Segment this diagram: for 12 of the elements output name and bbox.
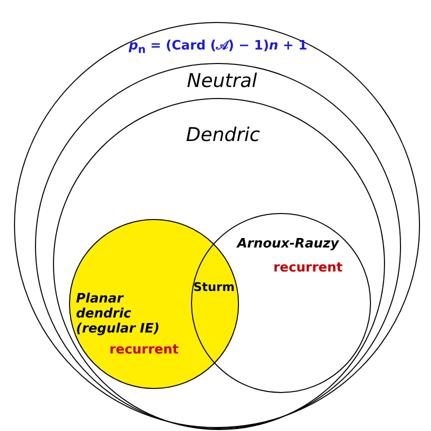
venn-circle: [35, 63, 401, 429]
set-label: Neutral: [186, 71, 258, 93]
formula-label: p$_{n}$ = (Card (𝒜) − 1)n + 1: [128, 39, 308, 57]
set-label: Dendric: [186, 125, 260, 147]
venn-circle: [53, 98, 385, 430]
property-label: recurrent: [273, 262, 343, 276]
venn-circle: [14, 22, 420, 428]
set-label: Planar dendric (regular IE): [76, 292, 161, 338]
venn-circle: [191, 213, 371, 393]
property-label: recurrent: [109, 344, 179, 358]
set-label: Sturm: [193, 281, 235, 295]
set-label: Arnoux-Rauzy: [237, 238, 339, 252]
